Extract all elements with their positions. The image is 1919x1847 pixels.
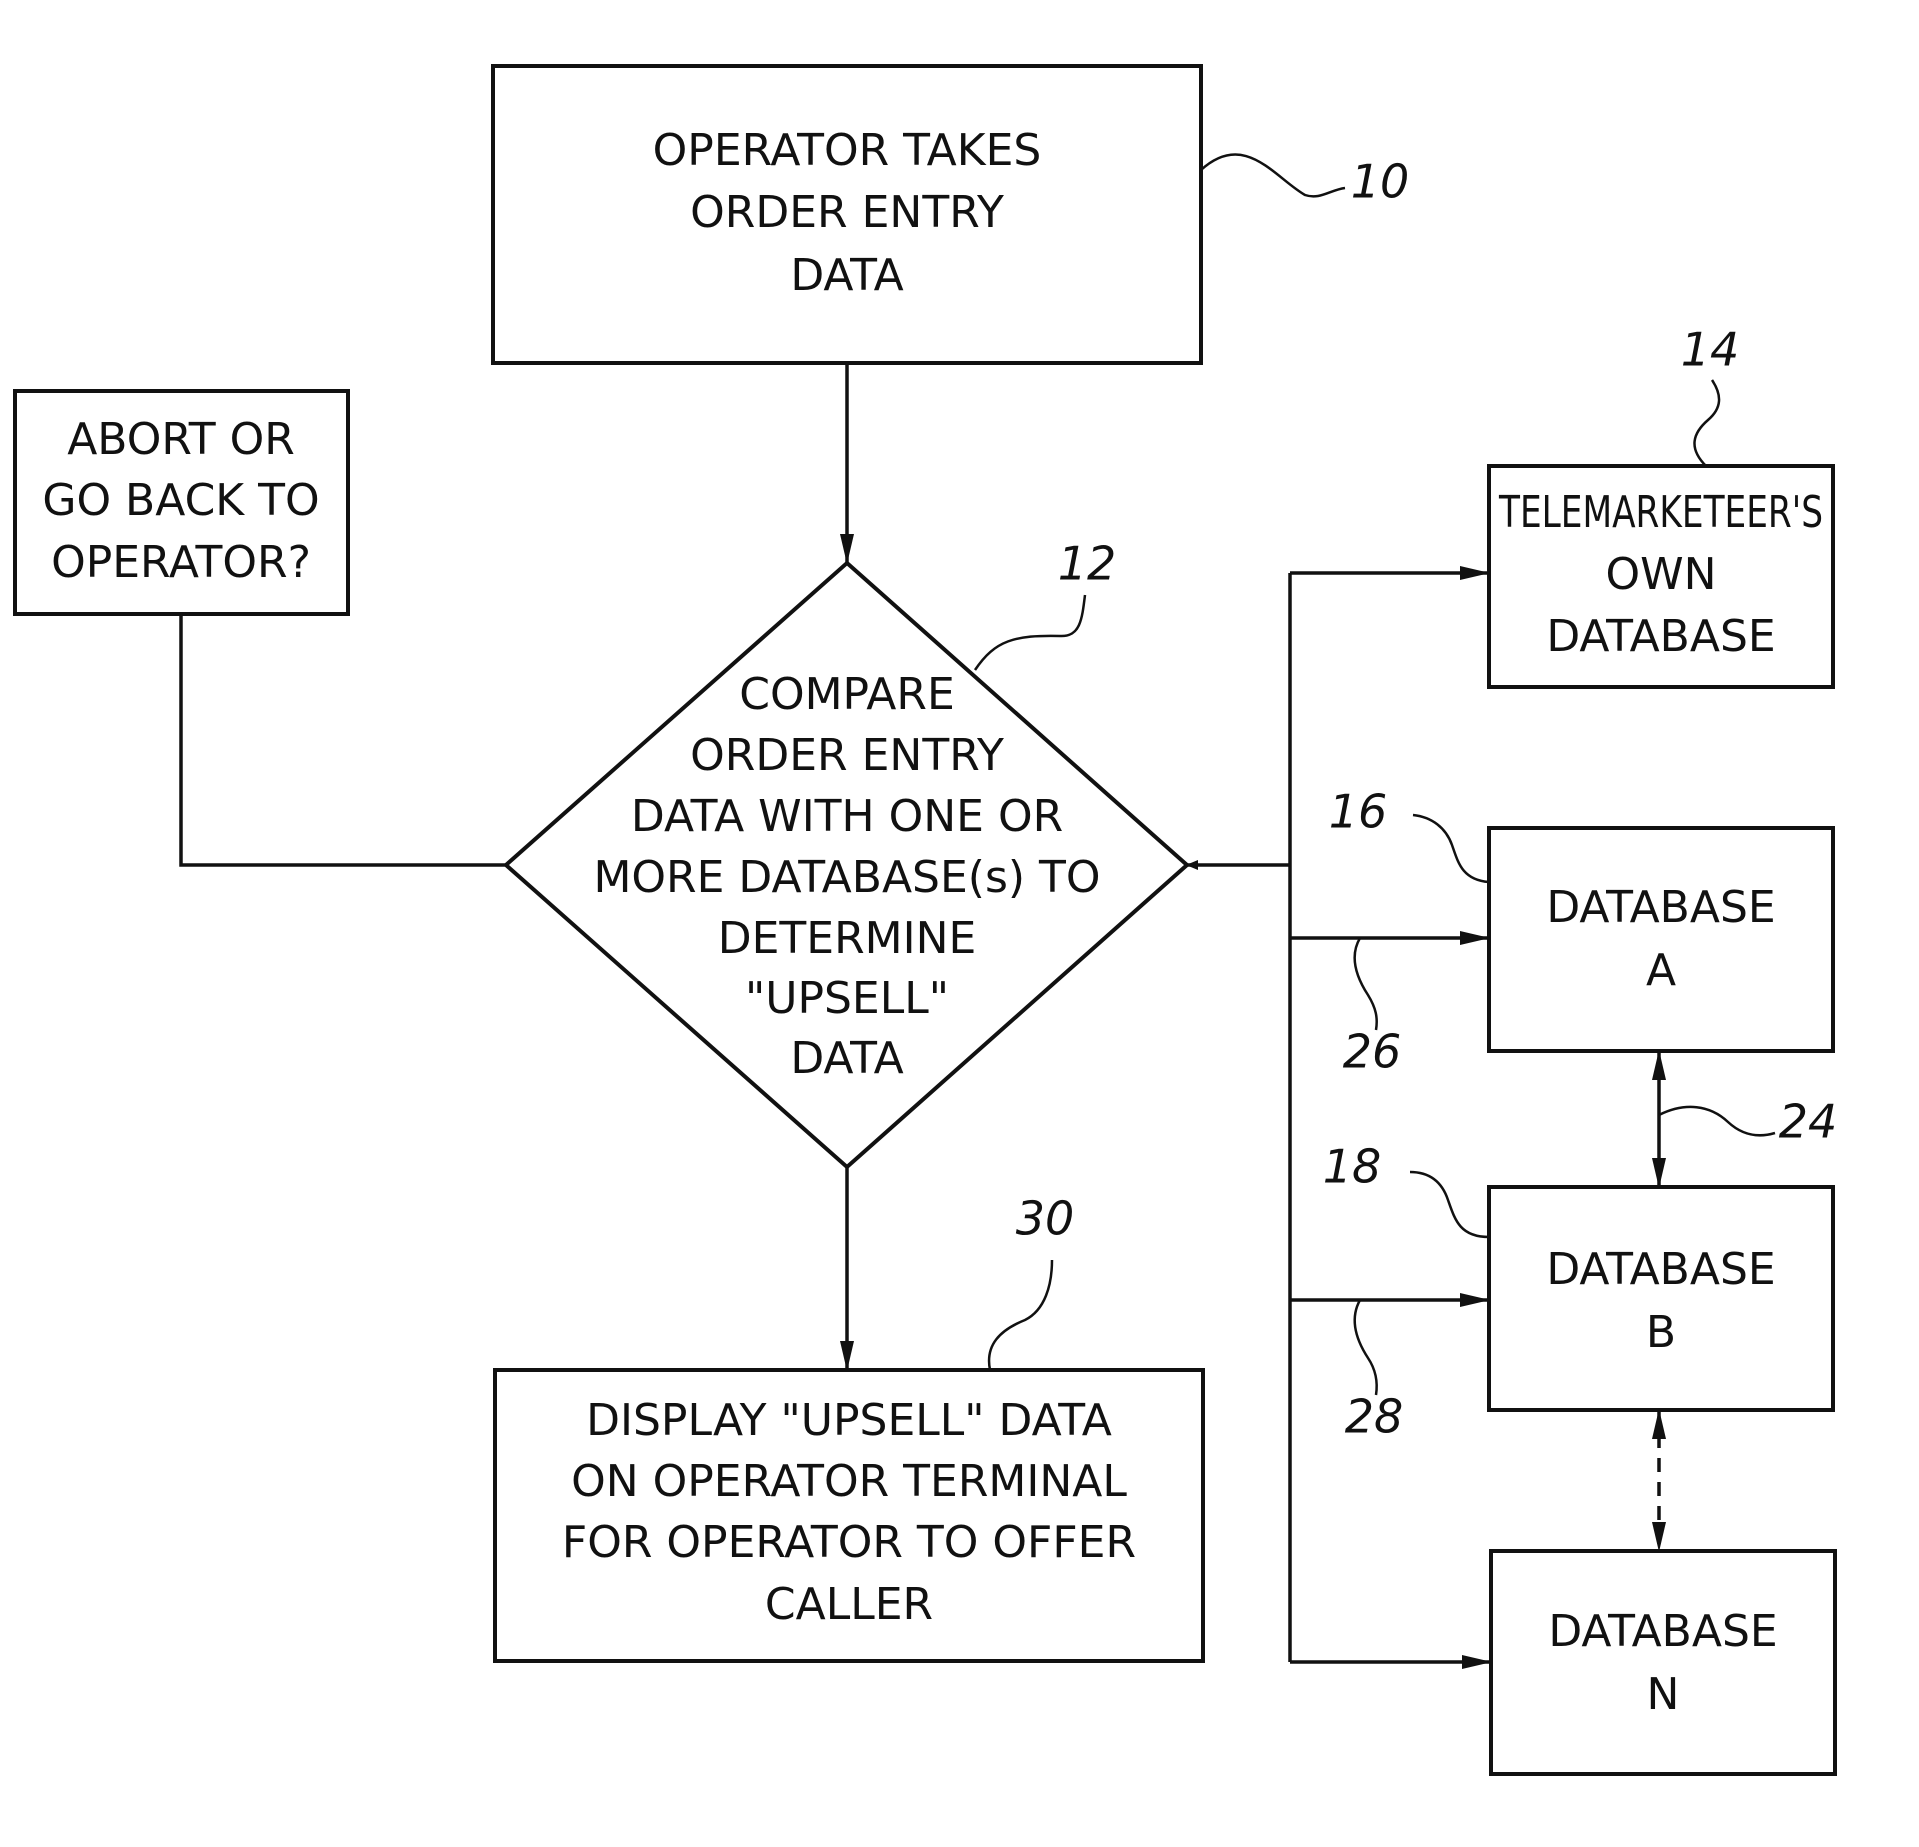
compare-line-6: "UPSELL" [745, 973, 949, 1024]
database-n-box: DATABASE N [1491, 1551, 1835, 1774]
ref-leader-16 [1413, 815, 1489, 882]
ref-label-24: 24 [1779, 1095, 1838, 1149]
ref-label-12: 12 [1058, 537, 1117, 591]
connector-abort-to-compare [181, 614, 506, 865]
database-n-line-2: N [1647, 1669, 1680, 1720]
ref-label-18: 18 [1323, 1140, 1382, 1194]
ref-label-16: 16 [1329, 785, 1388, 839]
ref-leader-24 [1659, 1107, 1775, 1135]
ref-leader-26 [1355, 938, 1377, 1030]
abort-line-2: GO BACK TO [42, 475, 319, 526]
own-database-line-2: OWN [1605, 549, 1716, 600]
own-database-box: TELEMARKETEER'S OWN DATABASE [1489, 466, 1833, 687]
database-a-line-2: A [1646, 945, 1676, 996]
compare-line-4: MORE DATABASE(s) TO [593, 852, 1100, 903]
display-upsell-box: DISPLAY "UPSELL" DATA ON OPERATOR TERMIN… [495, 1370, 1203, 1661]
ref-label-14: 14 [1681, 323, 1740, 377]
compare-line-5: DETERMINE [718, 913, 977, 964]
display-line-2: ON OPERATOR TERMINAL [571, 1456, 1127, 1507]
abort-line-1: ABORT OR [67, 414, 295, 465]
ref-leader-14 [1694, 380, 1719, 466]
display-line-1: DISPLAY "UPSELL" DATA [586, 1395, 1112, 1446]
database-b-line-2: B [1646, 1307, 1676, 1358]
own-database-line-1: TELEMARKETEER'S [1498, 487, 1823, 538]
abort-box: ABORT OR GO BACK TO OPERATOR? [15, 391, 348, 614]
display-line-3: FOR OPERATOR TO OFFER [562, 1517, 1136, 1568]
operator-takes-line-1: OPERATOR TAKES [653, 125, 1042, 176]
ref-label-28: 28 [1345, 1390, 1404, 1444]
own-database-line-3: DATABASE [1546, 611, 1775, 662]
operator-takes-order-box: OPERATOR TAKES ORDER ENTRY DATA [493, 66, 1201, 363]
ref-leader-28 [1355, 1300, 1377, 1395]
ref-leader-18 [1410, 1172, 1489, 1237]
database-n-line-1: DATABASE [1548, 1606, 1777, 1657]
ref-label-30: 30 [1016, 1192, 1075, 1246]
ref-label-10: 10 [1351, 155, 1410, 209]
compare-line-3: DATA WITH ONE OR [631, 791, 1063, 842]
ref-leader-12 [975, 595, 1085, 670]
compare-line-1: COMPARE [739, 669, 955, 720]
abort-line-3: OPERATOR? [51, 537, 311, 588]
compare-decision-diamond: COMPARE ORDER ENTRY DATA WITH ONE OR MOR… [506, 563, 1187, 1167]
database-a-line-1: DATABASE [1546, 882, 1775, 933]
database-b-line-1: DATABASE [1546, 1244, 1775, 1295]
compare-line-2: ORDER ENTRY [690, 730, 1004, 781]
display-line-4: CALLER [765, 1579, 933, 1630]
ref-leader-10 [1201, 154, 1345, 196]
database-a-box: DATABASE A [1489, 828, 1833, 1051]
compare-line-7: DATA [790, 1033, 903, 1084]
ref-leader-30 [989, 1260, 1052, 1370]
operator-takes-line-3: DATA [790, 250, 903, 301]
ref-label-26: 26 [1343, 1025, 1402, 1079]
database-b-box: DATABASE B [1489, 1187, 1833, 1410]
operator-takes-line-2: ORDER ENTRY [690, 187, 1004, 238]
